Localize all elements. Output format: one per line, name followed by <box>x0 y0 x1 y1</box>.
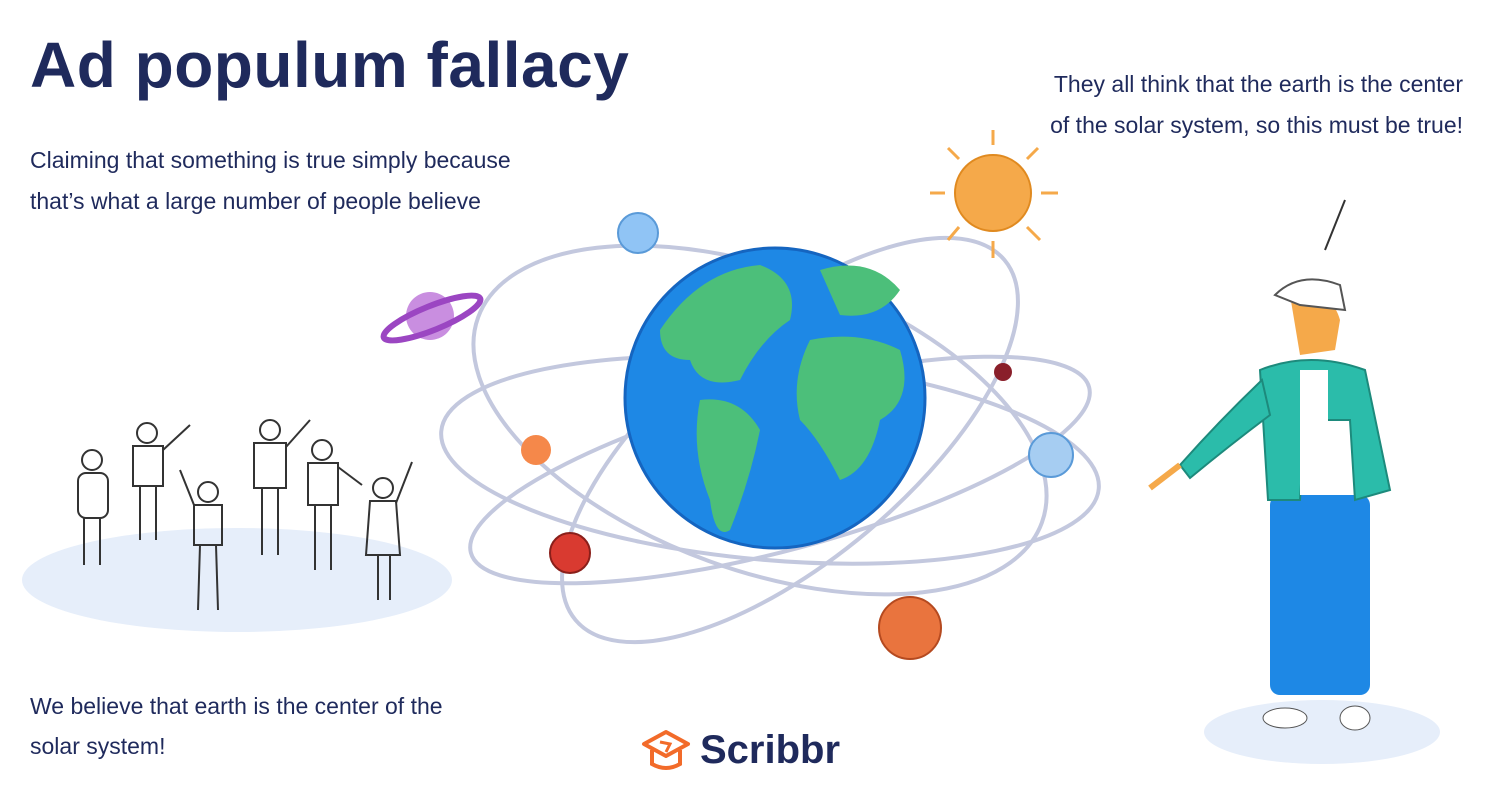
planet-dark-red <box>994 363 1012 381</box>
planet-light-blue <box>1028 432 1074 478</box>
page-title: Ad populum fallacy <box>30 29 630 101</box>
crowd <box>77 419 413 611</box>
man-ground <box>1204 700 1440 764</box>
crowd-quote: We believe that earth is the center of t… <box>30 693 443 759</box>
planet-blue-small <box>617 212 659 254</box>
planet-orange-large <box>878 596 942 660</box>
planet-orange-small <box>521 435 551 465</box>
scribbr-logo: Scribbr <box>640 726 840 774</box>
crowd-ground <box>22 528 452 632</box>
planet-red <box>549 532 591 574</box>
earth <box>623 246 927 550</box>
graduation-cap-icon <box>642 730 690 770</box>
brand-name: Scribbr <box>700 727 841 772</box>
definition-text: Claiming that something is true simply b… <box>30 147 511 214</box>
sun <box>930 130 1058 258</box>
man <box>1148 199 1392 731</box>
man-speech: They all think that the earth is the cen… <box>1050 71 1463 138</box>
